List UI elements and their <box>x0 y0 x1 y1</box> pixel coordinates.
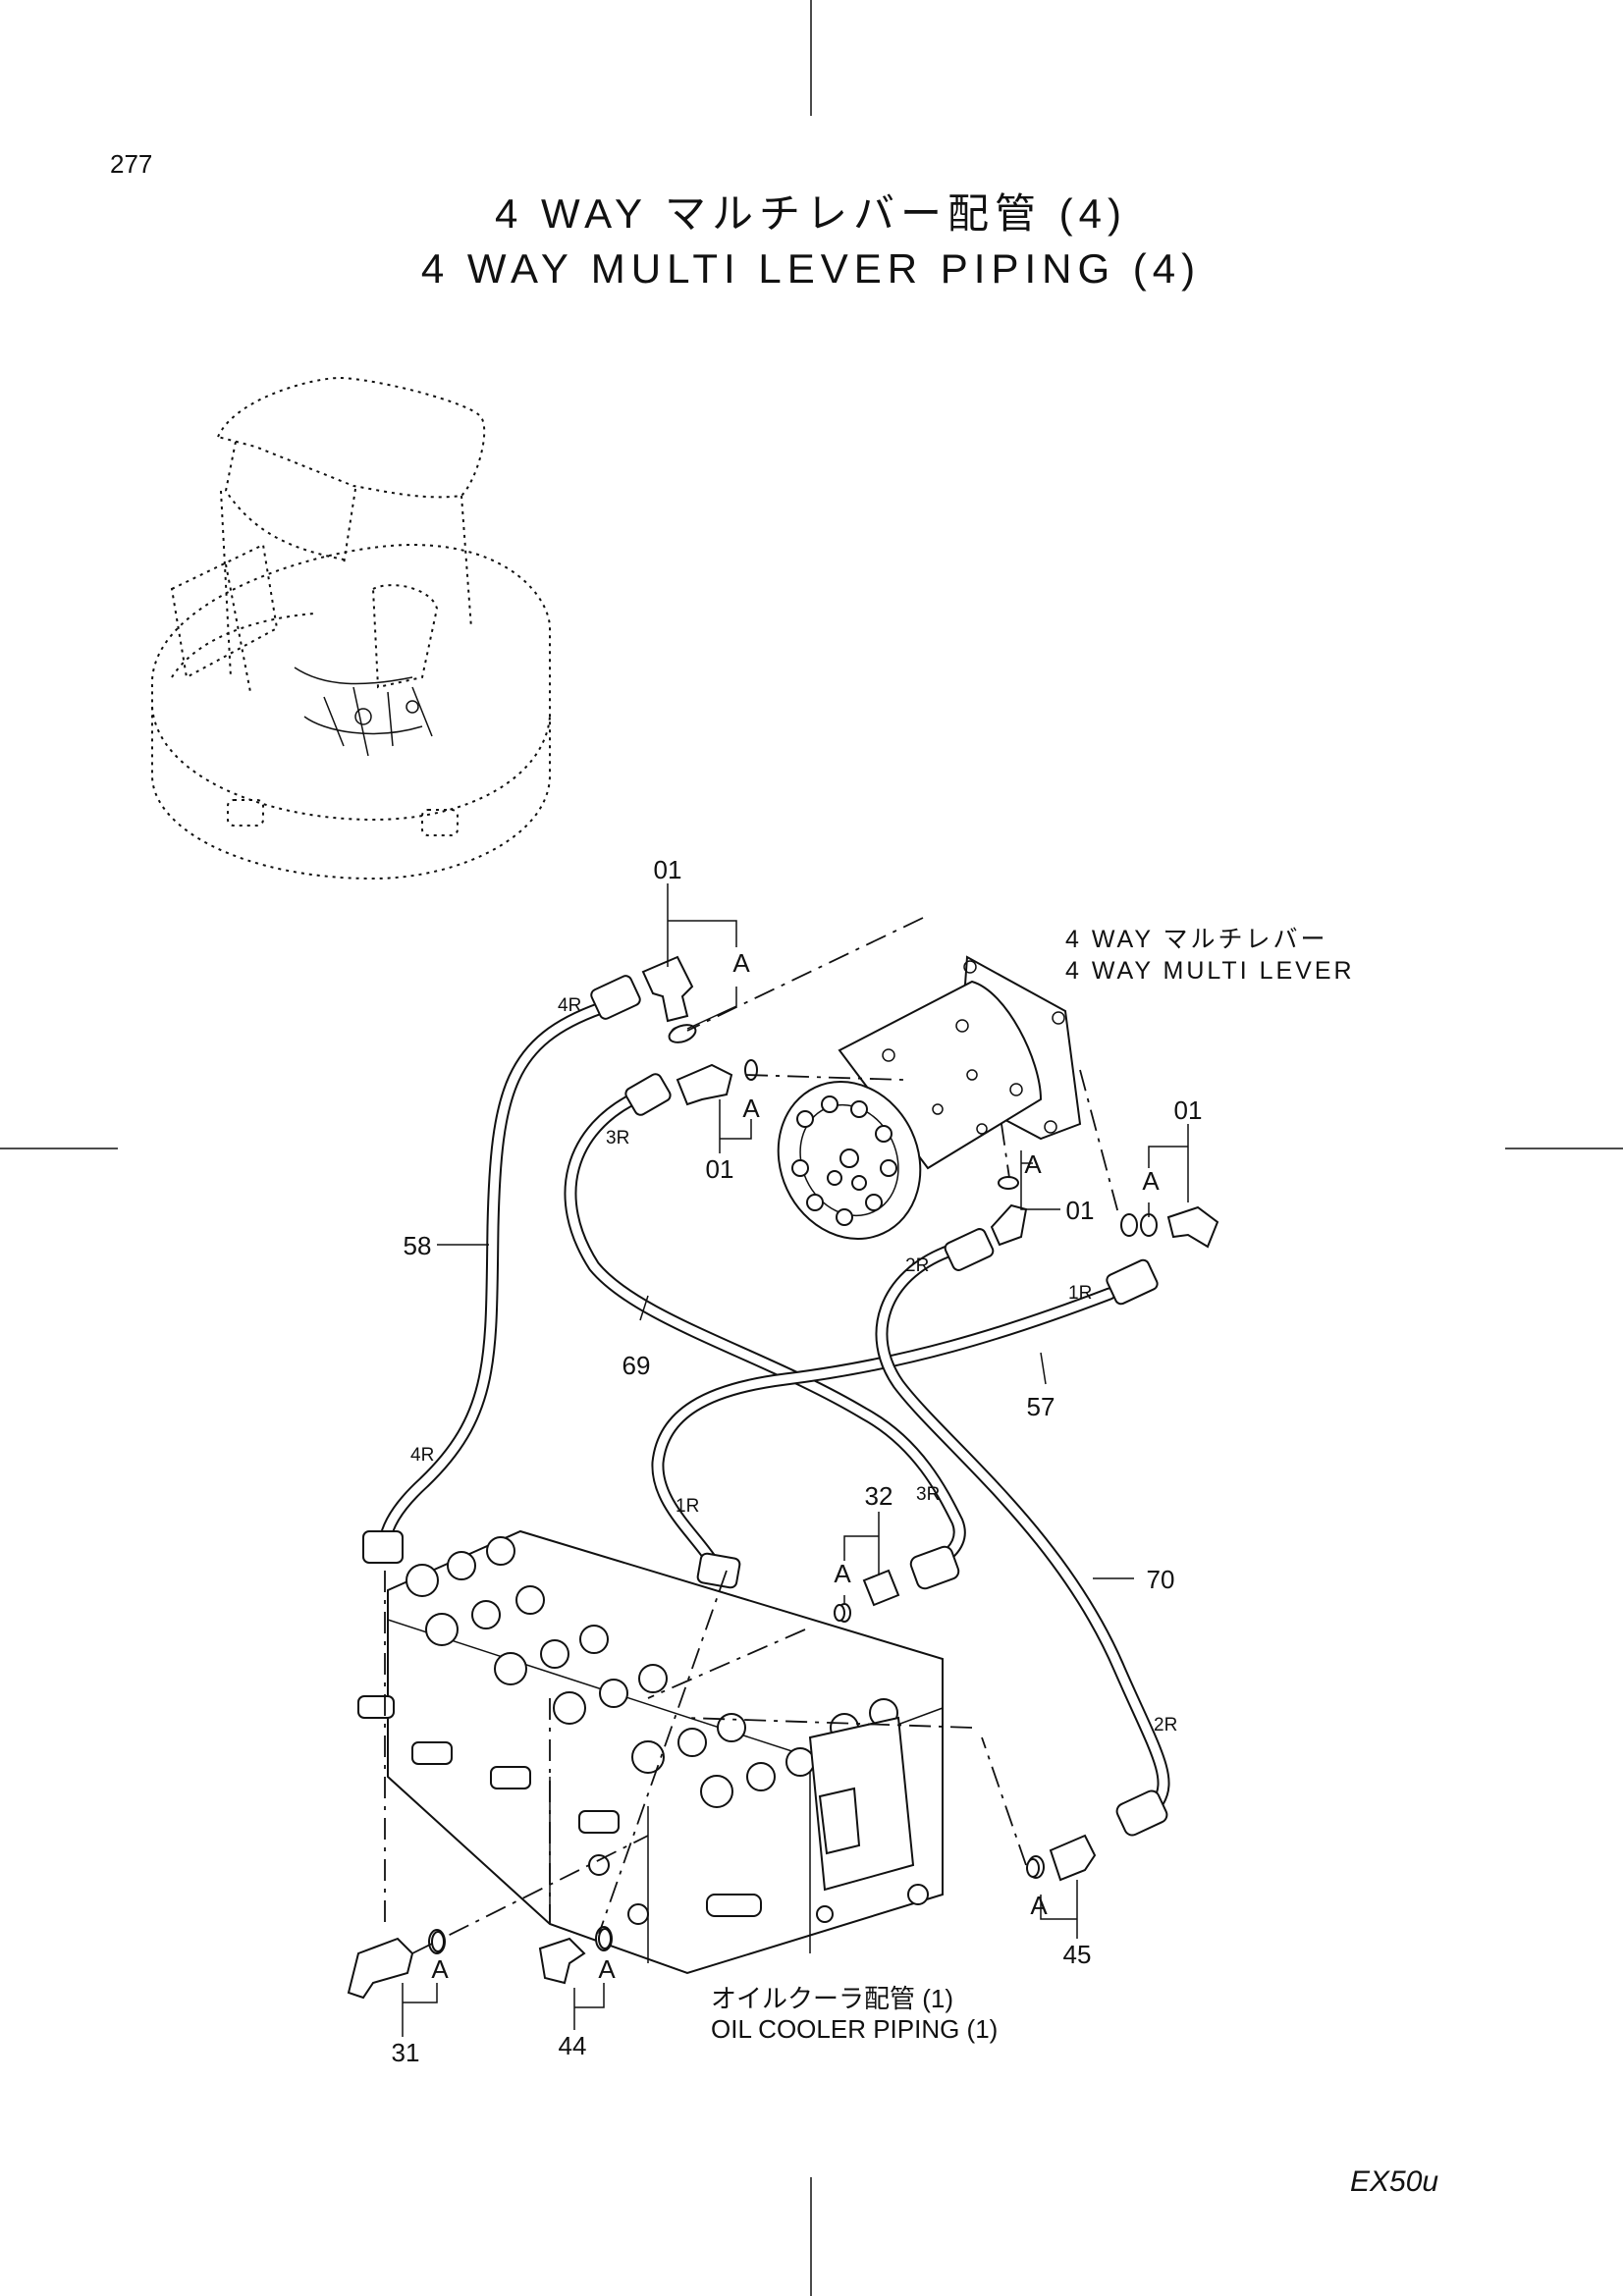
title-japanese: 4 WAY マルチレバー配管 (4) <box>495 190 1127 237</box>
part-31: 31 <box>392 2038 420 2067</box>
model-label: EX50u <box>1350 2165 1438 2198</box>
ref-a-3: A <box>1024 1149 1042 1179</box>
ref-a-6: A <box>431 1954 449 1984</box>
part-numbers: 01 01 01 01 58 69 57 70 32 31 44 45 <box>392 855 1203 2067</box>
valve-sections <box>406 1536 898 1808</box>
ref-a-5: A <box>834 1559 851 1588</box>
part-44: 44 <box>559 2031 587 2060</box>
o-rings <box>431 1213 1138 1952</box>
lever-label-japanese: 4 WAY マルチレバー <box>1065 926 1328 953</box>
part-01-top: 01 <box>654 855 682 884</box>
part-01-far-right: 01 <box>1174 1095 1203 1125</box>
reference-letters: A A A A A A A A <box>431 948 1160 1984</box>
part-32: 32 <box>865 1481 893 1511</box>
multi-lever-assembly <box>777 955 1082 1240</box>
tag-3r-bottom: 3R <box>916 1484 940 1505</box>
part-01-right: 01 <box>1066 1196 1095 1225</box>
ref-a-1: A <box>732 948 750 978</box>
tag-2r-top: 2R <box>905 1255 929 1276</box>
part-69: 69 <box>622 1351 651 1380</box>
tag-4r-bottom: 4R <box>410 1445 434 1466</box>
ref-a-2: A <box>742 1094 760 1123</box>
page-number: 277 <box>110 149 152 179</box>
part-58: 58 <box>404 1231 432 1260</box>
part-57: 57 <box>1027 1392 1055 1421</box>
oil-cooler-label-japanese: オイルクーラ配管 (1) <box>711 1984 953 2013</box>
tag-2r-bottom: 2R <box>1154 1715 1177 1735</box>
ref-a-4: A <box>1142 1166 1160 1196</box>
ref-a-7: A <box>598 1954 616 1984</box>
lever-label-english: 4 WAY MULTI LEVER <box>1065 957 1355 985</box>
tag-1r-top: 1R <box>1068 1283 1092 1304</box>
tag-3r-top: 3R <box>606 1128 629 1148</box>
tag-1r-bottom: 1R <box>676 1496 699 1517</box>
part-70: 70 <box>1147 1565 1175 1594</box>
leaders <box>402 883 1189 2037</box>
tag-4r-top: 4R <box>558 995 581 1016</box>
control-valve-block <box>357 1529 944 1975</box>
center-lines <box>384 917 1120 1954</box>
port-tags: 4R 3R 2R 1R 4R 1R 3R 2R <box>410 995 1177 1735</box>
ref-a-8: A <box>1030 1891 1048 1920</box>
part-45: 45 <box>1063 1940 1092 1969</box>
title-english: 4 WAY MULTI LEVER PIPING (4) <box>421 245 1201 292</box>
part-01-mid: 01 <box>706 1154 734 1184</box>
oil-cooler-label-english: OIL COOLER PIPING (1) <box>711 2014 998 2044</box>
excavator-key-plan <box>150 376 551 881</box>
hoses <box>378 1001 1170 1808</box>
